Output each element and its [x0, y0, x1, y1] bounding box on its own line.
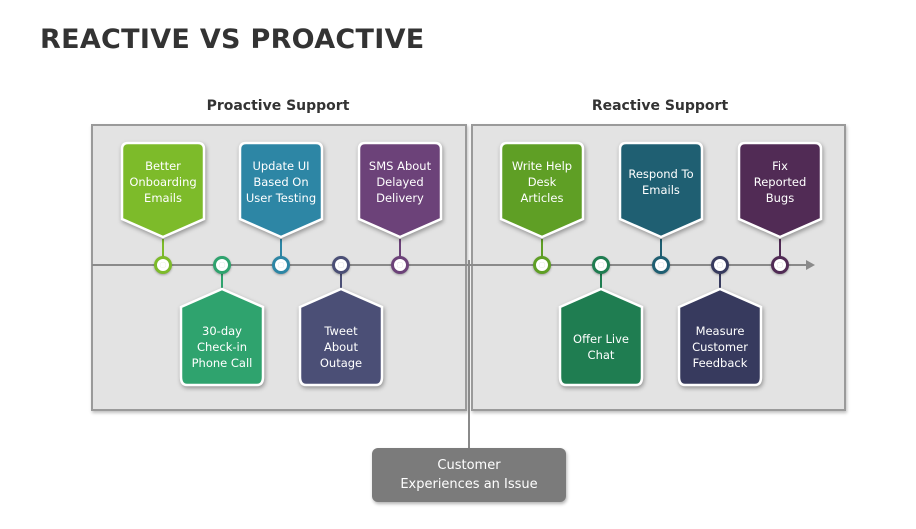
proactive-node-dot [278, 262, 284, 268]
proactive-node-dot [160, 262, 166, 268]
proactive-item-line: Better [145, 159, 181, 173]
proactive-item-line: Onboarding [129, 175, 197, 189]
proactive-timeline-node [332, 256, 350, 274]
proactive-item-card: Update UI Based On User Testing [238, 141, 324, 247]
reactive-timeline-node [592, 256, 610, 274]
proactive-timeline-node [272, 256, 290, 274]
reactive-item-line: Offer Live [573, 332, 629, 346]
proactive-item-line: Based On [253, 175, 309, 189]
reactive-stem [541, 239, 543, 257]
proactive-stem [280, 239, 282, 257]
reactive-support-label: Reactive Support [591, 98, 729, 114]
proactive-timeline-node [391, 256, 409, 274]
proactive-item-line: Delayed [376, 175, 424, 189]
proactive-item-text: Update UI Based On User Testing [242, 145, 320, 219]
reactive-timeline-node [711, 256, 729, 274]
reactive-item-line: Desk [527, 175, 557, 189]
proactive-item-line: Emails [144, 191, 182, 205]
reactive-timeline-node [652, 256, 670, 274]
proactive-stem [399, 239, 401, 257]
reactive-timeline-node [533, 256, 551, 274]
reactive-item-line: Respond To [628, 167, 694, 181]
reactive-node-dot [777, 262, 783, 268]
proactive-stem [162, 239, 164, 257]
proactive-timeline-node [154, 256, 172, 274]
proactive-item-line: Delivery [376, 191, 424, 205]
reactive-item-line: Emails [642, 183, 680, 197]
proactive-stem [221, 274, 223, 290]
timeline-line [92, 264, 808, 266]
timeline-arrow-icon [806, 260, 815, 270]
reactive-node-dot [598, 262, 604, 268]
reactive-item-line: Fix [772, 159, 788, 173]
reactive-item-line: Articles [520, 191, 564, 205]
proactive-stem [340, 274, 342, 290]
reactive-item-line: Bugs [765, 191, 795, 205]
reactive-item-line: Chat [587, 348, 615, 362]
reactive-item-line: Measure [695, 324, 745, 338]
reactive-item-line: Reported [753, 175, 807, 189]
reactive-item-line: Write Help [511, 159, 573, 173]
proactive-item-line: About [323, 340, 358, 354]
issue-line: Experiences an Issue [400, 477, 538, 492]
proactive-item-line: Outage [319, 356, 363, 370]
reactive-node-dot [539, 262, 545, 268]
issue-connector-line [468, 260, 470, 450]
proactive-node-dot [219, 262, 225, 268]
reactive-item-card: Respond To Emails [618, 141, 704, 247]
proactive-item-line: Phone Call [191, 356, 253, 370]
reactive-node-dot [658, 262, 664, 268]
customer-issue-box: Customer Experiences an Issue [372, 448, 566, 502]
reactive-stem [779, 239, 781, 257]
proactive-item-line: Tweet [324, 324, 358, 338]
reactive-item-text: Respond To Emails [622, 145, 700, 219]
page-title: REACTIVE VS PROACTIVE [40, 24, 425, 55]
proactive-item-line: User Testing [245, 191, 317, 205]
reactive-item-line: Feedback [692, 356, 748, 370]
reactive-stem [600, 274, 602, 290]
proactive-support-label: Proactive Support [206, 98, 350, 114]
proactive-timeline-node [213, 256, 231, 274]
issue-line: Customer [437, 458, 501, 473]
proactive-node-dot [338, 262, 344, 268]
reactive-stem [660, 239, 662, 257]
reactive-node-dot [717, 262, 723, 268]
proactive-node-dot [397, 262, 403, 268]
proactive-item-line: SMS About [368, 159, 432, 173]
proactive-item-line: Check-in [196, 340, 247, 354]
reactive-timeline-node [771, 256, 789, 274]
proactive-item-line: Update UI [252, 159, 310, 173]
proactive-item-line: 30-day [202, 324, 242, 338]
reactive-stem [719, 274, 721, 290]
reactive-item-line: Customer [692, 340, 748, 354]
